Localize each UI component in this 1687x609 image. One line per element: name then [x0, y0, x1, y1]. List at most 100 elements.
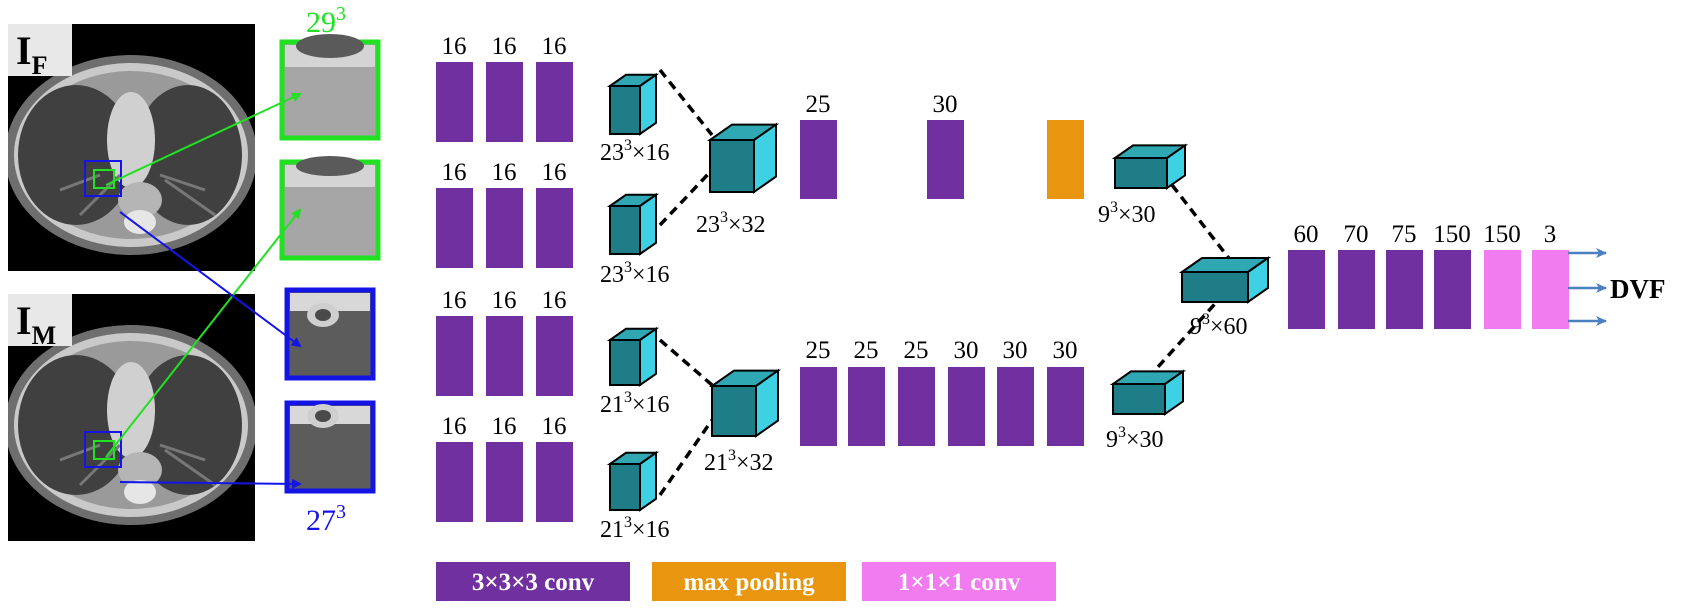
dashed-connectors [658, 68, 1240, 496]
lower-conv-2-label: 25 [854, 337, 879, 364]
moving-image-label: I [16, 298, 32, 343]
patch-small-size: 273 [306, 501, 346, 537]
branch-3-conv-1 [436, 316, 473, 396]
head-layer-6 [1532, 250, 1569, 329]
fixed-ct-image: IF [8, 24, 255, 271]
head-layer-6-label: 3 [1544, 221, 1557, 248]
upper-max-pool [1047, 120, 1084, 199]
branch-3-conv-1-label: 16 [442, 287, 467, 314]
branch-2-conv-1-label: 16 [442, 159, 467, 186]
patch-moving-large [279, 156, 381, 261]
branch-2-conv-2-label: 16 [492, 159, 517, 186]
lower-conv-1-label: 25 [806, 337, 831, 364]
cube-merge [1178, 256, 1272, 304]
lower-conv-2 [848, 367, 885, 446]
head-layer-5-label: 150 [1483, 221, 1521, 248]
patch-fixed-large [279, 34, 381, 141]
branch-1-conv-3 [536, 62, 573, 142]
branch-4-conv-1-label: 16 [442, 413, 467, 440]
fixed-image-label: I [16, 28, 32, 73]
feature-cubes [606, 72, 1272, 512]
upper-conv-1 [800, 120, 837, 199]
branch-1-conv-1-label: 16 [442, 33, 467, 60]
lower-conv-5 [997, 367, 1034, 446]
cube-f-merge [706, 122, 780, 194]
branch-3-conv-3 [536, 316, 573, 396]
upper-conv-2 [927, 120, 964, 199]
lower-conv-4-label: 30 [954, 337, 979, 364]
svg-text:IM: IM [16, 298, 56, 350]
output-arrows [1568, 248, 1607, 326]
cube-label-lower-out: 93×30 [1106, 424, 1164, 453]
head-layer-3 [1386, 250, 1423, 329]
lower-path: 25 25 25 30 30 30 [800, 337, 1084, 446]
cube-label-s1: 213×16 [600, 389, 670, 418]
head-layer-1-label: 60 [1294, 221, 1319, 248]
cube-labels: 233×16 233×16 233×32 213×16 213×16 213×3… [600, 137, 1248, 543]
lower-conv-3-label: 25 [904, 337, 929, 364]
branch-3-conv-3-label: 16 [542, 287, 567, 314]
cube-f1 [606, 72, 660, 136]
cube-upper-out [1111, 143, 1189, 190]
patch-large-size: 293 [306, 3, 346, 39]
head-layer-2-label: 70 [1344, 221, 1369, 248]
branch-2-conv-3 [536, 188, 573, 268]
branch-4-conv-3 [536, 442, 573, 522]
patch-moving-small [284, 400, 376, 494]
cube-label-merge: 93×60 [1190, 311, 1248, 340]
branch-1-conv-1 [436, 62, 473, 142]
cube-label-f1: 233×16 [600, 137, 670, 166]
moving-image-subscript: M [32, 321, 57, 350]
branch-4-conv-2-label: 16 [492, 413, 517, 440]
branch-4-conv-1 [436, 442, 473, 522]
upper-path: 25 30 [800, 91, 1084, 199]
head-layer-5 [1484, 250, 1521, 329]
head-layer-4-label: 150 [1433, 221, 1471, 248]
head-layer-1 [1288, 250, 1325, 329]
legend-swatch-pool [652, 562, 846, 601]
branch-1-conv-2 [486, 62, 523, 142]
branch-4-conv-3-label: 16 [542, 413, 567, 440]
cube-s2 [606, 450, 660, 512]
head-layer-3-label: 75 [1392, 221, 1417, 248]
branch-4-conv-2 [486, 442, 523, 522]
lower-conv-5-label: 30 [1003, 337, 1028, 364]
cube-label-upper-out: 93×30 [1098, 199, 1156, 228]
branch-1-conv-3-label: 16 [542, 33, 567, 60]
patch-fixed-small [284, 287, 376, 381]
branch-3-conv-2-label: 16 [492, 287, 517, 314]
legend-label-conv: 3×3×3 conv [472, 569, 595, 596]
legend: 3×3×3 conv max pooling 1×1×1 conv [436, 562, 1056, 601]
upper-conv-1-label: 25 [806, 91, 831, 118]
svg-text:IF: IF [16, 28, 47, 80]
cube-label-f2: 233×16 [600, 259, 670, 288]
cube-label-f-merge: 233×32 [696, 209, 766, 238]
legend-swatch-conv1 [862, 562, 1056, 601]
legend-label-pool: max pooling [683, 569, 815, 596]
patch-arrows [105, 92, 302, 489]
branch-2-conv-1 [436, 188, 473, 268]
branch-3-conv-2 [486, 316, 523, 396]
moving-ct-image: IM [8, 294, 255, 541]
lower-conv-6 [1047, 367, 1084, 446]
head-layers: 60 70 75 150 150 3 [1288, 221, 1569, 329]
cube-label-s2: 213×16 [600, 514, 670, 543]
head-layer-2 [1338, 250, 1375, 329]
lower-conv-1 [800, 367, 837, 446]
branch-1-conv-2-label: 16 [492, 33, 517, 60]
cube-s-merge [708, 368, 782, 438]
upper-conv-2-label: 30 [933, 91, 958, 118]
legend-label-conv1: 1×1×1 conv [898, 569, 1021, 596]
branch-2-conv-2 [486, 188, 523, 268]
output-dvf-label: DVF [1610, 274, 1666, 304]
legend-swatch-conv [436, 562, 630, 601]
lower-conv-3 [898, 367, 935, 446]
cube-f2 [606, 192, 660, 256]
cube-label-s-merge: 213×32 [704, 447, 774, 476]
cube-s1 [606, 326, 660, 387]
cube-lower-out [1109, 369, 1187, 416]
lower-conv-4 [948, 367, 985, 446]
lower-conv-6-label: 30 [1053, 337, 1078, 364]
